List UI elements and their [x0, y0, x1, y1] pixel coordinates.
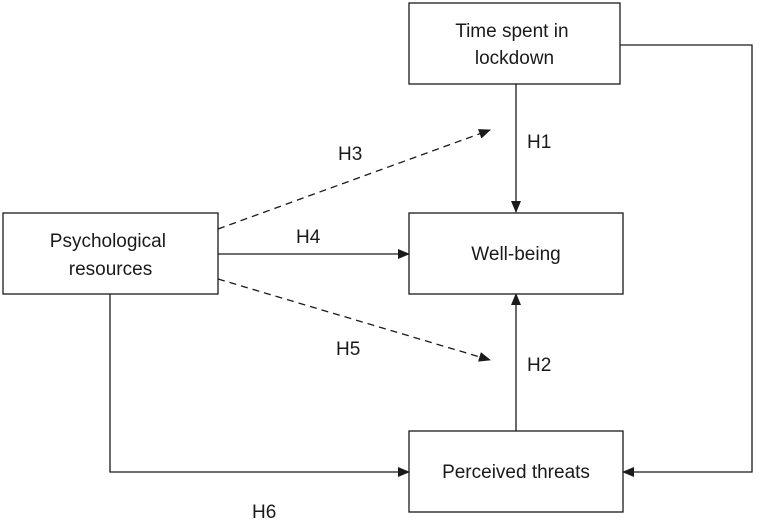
svg-text:Perceived threats: Perceived threats — [442, 462, 590, 483]
edge-h3 — [217, 129, 491, 230]
edge-label-h6: H6 — [252, 502, 276, 521]
edge-label-h4: H4 — [296, 227, 321, 248]
edge-label-h2: H2 — [527, 355, 551, 376]
node-time-line-2: lockdown — [475, 48, 554, 69]
node-threats-line-1: Perceived threats — [442, 462, 590, 483]
svg-text:Psychological resources: Psychological resources — [50, 231, 171, 280]
node-time-line-1: Time spent in — [455, 21, 568, 42]
node-psych-line-2: resources — [69, 259, 152, 280]
edge-label-h3: H3 — [338, 144, 362, 165]
node-psych-line-1: Psychological — [50, 231, 166, 252]
node-time-spent-in-lockdown: Time spent in lockdown — [408, 2, 621, 85]
svg-text:Well-being: Well-being — [471, 244, 560, 265]
edge-label-h5: H5 — [336, 339, 360, 360]
edge-h6 — [109, 294, 410, 477]
edge-time-to-threats — [620, 44, 753, 477]
svg-text:Time spent in lockdown: Time spent in lockdown — [455, 21, 574, 69]
edge-label-h1: H1 — [527, 132, 551, 153]
node-wellbeing-line-1: Well-being — [471, 244, 560, 265]
node-psychological-resources: Psychological resources — [2, 212, 219, 295]
node-well-being: Well-being — [408, 212, 624, 295]
node-perceived-threats: Perceived threats — [408, 430, 624, 513]
